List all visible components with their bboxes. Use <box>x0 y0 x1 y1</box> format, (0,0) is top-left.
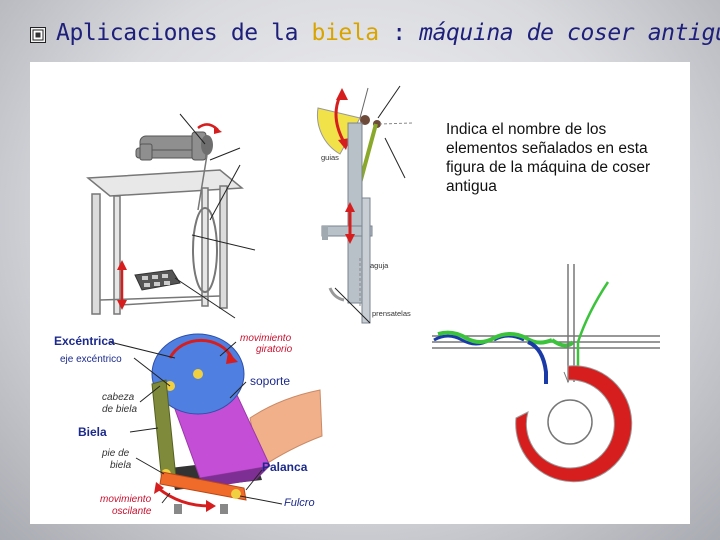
soporte-label: soporte <box>250 374 290 388</box>
cabeza-de-biela-label-2: de biela <box>102 404 137 415</box>
excentrica-label: Excéntrica <box>54 334 115 348</box>
pie-de-biela-label-2: biela <box>110 460 132 471</box>
movimiento-oscilante-label-1: movimiento <box>100 494 152 505</box>
biela-label: Biela <box>78 425 107 439</box>
stitch-formation-illustration <box>432 264 660 483</box>
title-middle: : <box>378 20 420 46</box>
page-title: Aplicaciones de la biela : máquina de co… <box>56 20 720 46</box>
cabeza-de-biela-label-1: cabeza <box>102 392 135 403</box>
sewing-machine-illustration <box>86 113 256 319</box>
fulcro-label: Fulcro <box>284 497 315 509</box>
title-suffix: máquina de coser antigua <box>419 20 720 46</box>
mechanism-illustration: Excéntrica eje excéntrico movimiento gir… <box>54 333 323 517</box>
guias-label: guias <box>321 153 339 162</box>
pie-de-biela-label-1: pie de <box>101 448 130 459</box>
eje-excentrico-label: eje excéntrico <box>60 354 122 365</box>
movimiento-giratorio-label-2: giratorio <box>256 344 293 355</box>
aguja-label: aguja <box>370 261 389 270</box>
movimiento-oscilante-label-2: oscilante <box>112 506 152 517</box>
title-prefix: Aplicaciones de la <box>56 20 312 46</box>
bullet-icon <box>30 27 46 43</box>
title-bar: Aplicaciones de la biela : máquina de co… <box>0 0 720 60</box>
needle-mechanism-illustration: guias aguja prensatelas <box>316 85 413 324</box>
palanca-label: Palanca <box>262 460 308 474</box>
movimiento-giratorio-label-1: movimiento <box>240 333 292 344</box>
instruction-text: Indica el nombre de los elementos señala… <box>446 121 651 195</box>
title-highlight: biela <box>311 20 380 46</box>
prensatelas-label: prensatelas <box>372 309 411 318</box>
